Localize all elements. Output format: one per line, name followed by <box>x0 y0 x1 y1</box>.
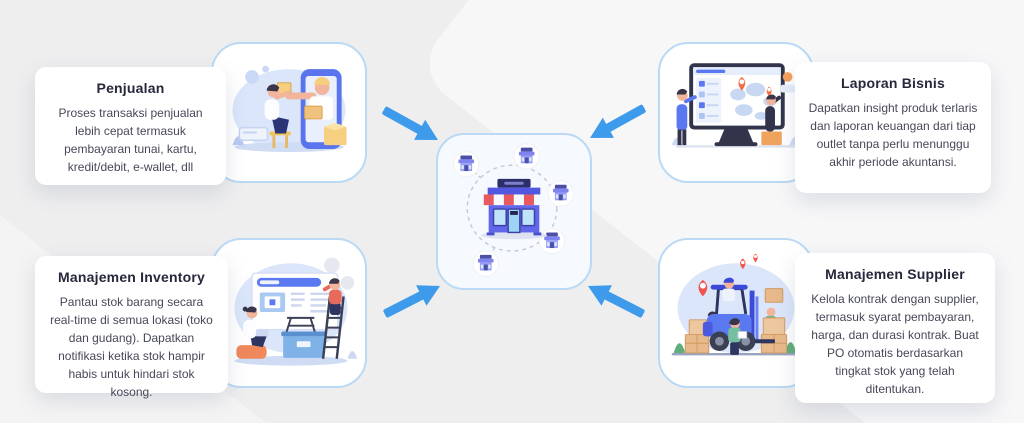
arrow-report-to-hub-icon <box>590 104 646 138</box>
feature-title: Manajemen Inventory <box>58 269 205 285</box>
mini-store-icon <box>472 250 499 277</box>
arrow-supplier-to-hub-icon <box>588 285 645 318</box>
feature-description: Dapatkan insight produk terlaris dan lap… <box>808 101 978 169</box>
browser-window-icon <box>251 272 339 331</box>
inventory-illustration <box>234 257 358 366</box>
feature-title: Laporan Bisnis <box>841 75 945 91</box>
store-icon <box>480 178 548 240</box>
sales-illustration <box>232 65 347 152</box>
feature-card-manajemen-supplier: Manajemen Supplier Kelola kontrak dengan… <box>795 253 995 403</box>
report-illustration-card <box>658 42 814 183</box>
mini-store-icon <box>453 151 480 178</box>
report-illustration <box>671 63 801 148</box>
feature-description: Kelola kontrak dengan supplier, termasuk… <box>811 292 979 396</box>
supplier-illustration <box>671 253 801 356</box>
mini-store-icon <box>547 180 574 207</box>
sales-illustration-card <box>211 42 367 183</box>
feature-title: Manajemen Supplier <box>825 266 965 282</box>
mini-store-icon <box>513 143 540 170</box>
inventory-illustration-card <box>211 238 367 388</box>
store-network-illustration <box>453 143 574 277</box>
mini-store-icon <box>538 228 566 255</box>
feature-description: Proses transaksi penjualan lebih cepat t… <box>58 106 203 174</box>
carton-box-icon <box>760 288 788 354</box>
arrow-inventory-to-hub-icon <box>383 285 440 318</box>
feature-title: Penjualan <box>96 80 165 96</box>
feature-card-manajemen-inventory: Manajemen Inventory Pantau stok barang s… <box>35 256 228 399</box>
feature-card-penjualan: Penjualan Proses transaksi penjualan leb… <box>35 67 226 185</box>
package-box-icon <box>324 122 347 146</box>
center-hub-card <box>436 133 592 290</box>
supplier-illustration-card <box>658 238 814 388</box>
feature-card-laporan-bisnis: Laporan Bisnis Dapatkan insight produk t… <box>795 62 991 193</box>
arrow-sales-to-hub-icon <box>382 106 438 140</box>
feature-description: Pantau stok barang secara real-time di s… <box>50 295 213 399</box>
